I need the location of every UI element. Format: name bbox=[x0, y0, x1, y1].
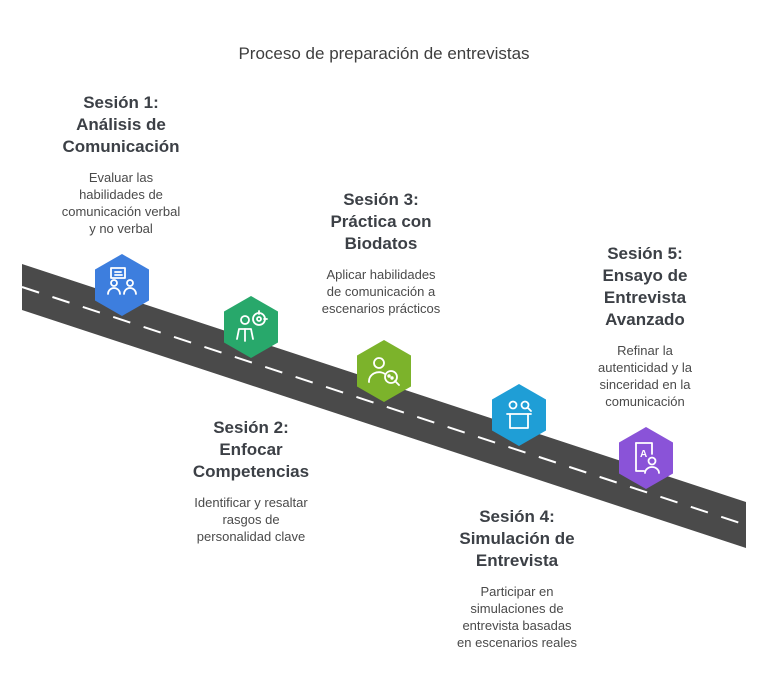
session-3-desc-line: escenarios prácticos bbox=[321, 301, 441, 316]
session-1-desc-line: y no verbal bbox=[89, 221, 153, 236]
session-2-heading-line: Sesión 2: bbox=[213, 418, 289, 437]
session-5-desc-line: sinceridad en la bbox=[599, 377, 691, 392]
session-3-heading-line: Sesión 3: bbox=[343, 190, 419, 209]
session-4-marker bbox=[492, 384, 546, 446]
profile-document-icon: A bbox=[635, 442, 660, 474]
session-3-desc-line: Aplicar habilidades bbox=[326, 267, 436, 282]
session-5-heading-line: Avanzado bbox=[605, 310, 685, 329]
session-2-heading-line: Enfocar bbox=[219, 440, 283, 459]
session-4: Sesión 4: Simulación de Entrevista Parti… bbox=[444, 506, 590, 651]
person-target-icon bbox=[236, 310, 268, 342]
session-3-marker bbox=[357, 340, 411, 402]
session-1-heading-line: Sesión 1: bbox=[83, 93, 159, 112]
session-3: Sesión 3: Práctica con Biodatos Aplicar … bbox=[306, 189, 456, 317]
session-2-desc-line: personalidad clave bbox=[196, 529, 306, 544]
session-3-desc-line: de comunicación a bbox=[326, 284, 436, 299]
session-2-hexagon bbox=[224, 296, 278, 358]
session-5-heading: Sesión 5: Ensayo de Entrevista Avanzado bbox=[570, 243, 720, 331]
session-1-desc-line: Evaluar las bbox=[88, 170, 154, 185]
session-1-description: Evaluar las habilidades de comunicación … bbox=[46, 169, 196, 237]
session-4-heading-line: Sesión 4: bbox=[479, 507, 555, 526]
presentation-people-icon bbox=[107, 267, 137, 295]
session-2-heading: Sesión 2: Enfocar Competencias bbox=[176, 417, 326, 483]
session-3-heading: Sesión 3: Práctica con Biodatos bbox=[306, 189, 456, 255]
session-5: Sesión 5: Ensayo de Entrevista Avanzado … bbox=[570, 243, 720, 410]
session-1-heading-line: Comunicación bbox=[62, 137, 180, 156]
session-1-desc-line: comunicación verbal bbox=[61, 204, 181, 219]
session-4-heading: Sesión 4: Simulación de Entrevista bbox=[444, 506, 590, 572]
session-2-desc-line: Identificar y resaltar bbox=[194, 495, 308, 510]
session-2-description: Identificar y resaltar rasgos de persona… bbox=[176, 494, 326, 545]
diagram-title: Proceso de preparación de entrevistas bbox=[238, 44, 530, 63]
session-5-description: Refinar la autenticidad y la sinceridad … bbox=[570, 342, 720, 410]
session-5-heading-line: Sesión 5: bbox=[607, 244, 683, 263]
session-4-hexagon bbox=[492, 384, 546, 446]
session-1-marker bbox=[95, 254, 149, 316]
interview-podium-icon bbox=[506, 400, 532, 429]
session-3-hexagon bbox=[357, 340, 411, 402]
session-1-heading-line: Análisis de bbox=[76, 115, 166, 134]
session-5-heading-line: Entrevista bbox=[603, 288, 687, 307]
session-1-heading: Sesión 1: Análisis de Comunicación bbox=[46, 92, 196, 158]
session-5-desc-line: comunicación bbox=[605, 394, 685, 409]
session-4-heading-line: Simulación de bbox=[459, 529, 575, 548]
session-2-desc-line: rasgos de bbox=[222, 512, 280, 527]
session-4-description: Participar en simulaciones de entrevista… bbox=[444, 583, 590, 651]
svg-text:A: A bbox=[640, 449, 647, 460]
session-2: Sesión 2: Enfocar Competencias Identific… bbox=[176, 417, 326, 545]
session-5-desc-line: autenticidad y la bbox=[598, 360, 692, 375]
session-5-desc-line: Refinar la bbox=[617, 343, 673, 358]
session-1-desc-line: habilidades de bbox=[79, 187, 163, 202]
session-4-heading-line: Entrevista bbox=[475, 551, 559, 570]
session-1-hexagon bbox=[95, 254, 149, 316]
road-surface bbox=[22, 264, 746, 548]
session-4-desc-line: entrevista basadas bbox=[462, 618, 572, 633]
person-search-icon bbox=[368, 357, 400, 386]
session-3-heading-line: Práctica con bbox=[330, 212, 432, 231]
session-4-desc-line: Participar en bbox=[480, 584, 554, 599]
session-2-heading-line: Competencias bbox=[192, 462, 310, 481]
session-5-heading-line: Ensayo de bbox=[602, 266, 688, 285]
session-4-desc-line: simulaciones de bbox=[470, 601, 564, 616]
session-5-marker: A bbox=[619, 427, 673, 489]
session-2-marker bbox=[224, 296, 278, 358]
session-3-heading-line: Biodatos bbox=[344, 234, 418, 253]
session-1: Sesión 1: Análisis de Comunicación Evalu… bbox=[46, 92, 196, 237]
session-4-desc-line: en escenarios reales bbox=[457, 635, 577, 650]
session-3-description: Aplicar habilidades de comunicación a es… bbox=[306, 266, 456, 317]
